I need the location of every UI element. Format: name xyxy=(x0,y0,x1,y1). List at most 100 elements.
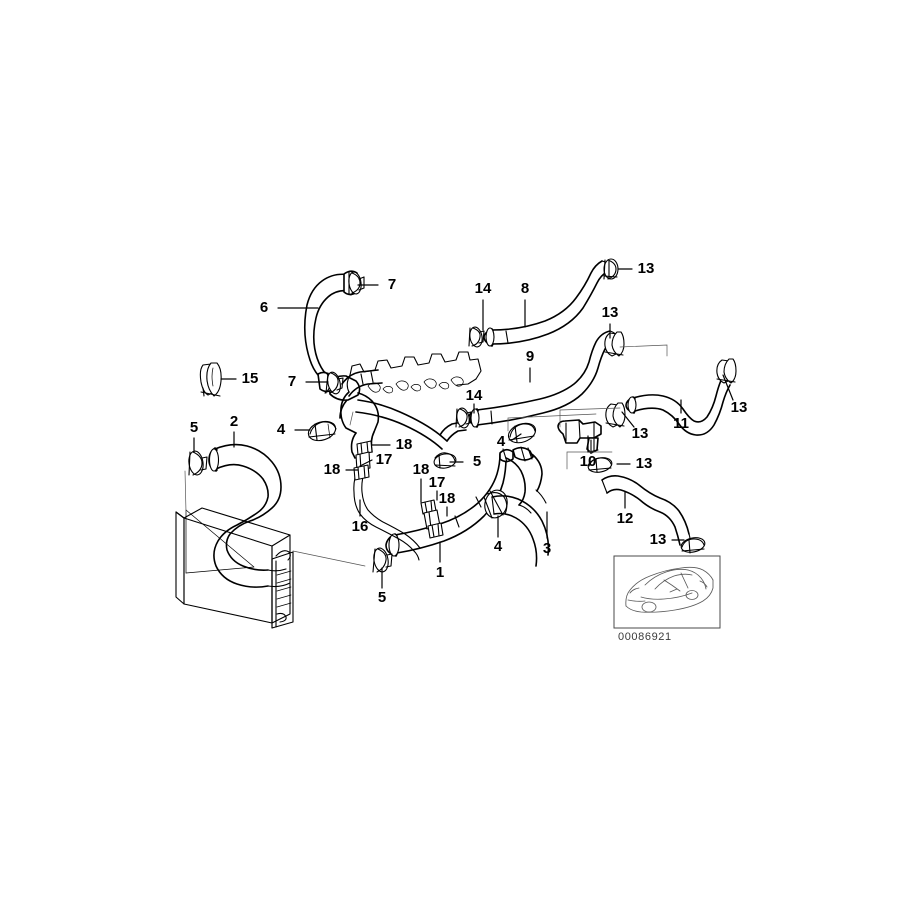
callout-17-c17b[interactable]: 17 xyxy=(429,474,446,501)
callout-number: 13 xyxy=(731,399,748,416)
callout-number: 9 xyxy=(526,348,534,365)
callout-number: 13 xyxy=(632,425,649,442)
callout-number: 14 xyxy=(475,280,492,297)
clamp-13-c xyxy=(716,358,737,384)
callout-leader-line xyxy=(722,374,734,401)
clamp-5-mid xyxy=(433,452,457,469)
callout-18-c18d[interactable]: 18 xyxy=(439,490,456,517)
callout-18-c18b[interactable]: 18 xyxy=(324,461,359,478)
callout-number: 3 xyxy=(543,540,551,557)
clamp-14-upper xyxy=(468,326,485,348)
callout-number: 4 xyxy=(277,421,286,438)
clamp-13-f xyxy=(680,537,706,554)
callout-4-c4a[interactable]: 4 xyxy=(277,421,311,438)
callout-number: 13 xyxy=(638,260,655,277)
callout-5-c5b[interactable]: 5 xyxy=(449,453,481,470)
cylinder-head-rail xyxy=(346,351,482,394)
callout-4-c4c[interactable]: 4 xyxy=(494,515,503,555)
callout-number: 18 xyxy=(413,461,430,478)
callout-number: 17 xyxy=(376,451,393,468)
hose-2 xyxy=(208,443,291,588)
callout-number: 16 xyxy=(352,518,369,535)
callout-number: 5 xyxy=(190,419,198,436)
callout-13-c13e[interactable]: 13 xyxy=(616,455,652,472)
callout-10-c10[interactable]: 10 xyxy=(580,435,597,470)
diagram-id-label: 00086921 xyxy=(618,631,672,643)
hose-12 xyxy=(601,475,691,546)
callout-14-c14b[interactable]: 14 xyxy=(466,387,483,414)
clamp-4-mid xyxy=(507,422,537,444)
tee-fitting-10 xyxy=(557,419,602,454)
callout-13-c13d[interactable]: 13 xyxy=(621,411,649,442)
radiator-assembly xyxy=(175,507,294,629)
vehicle-silhouette-inset: 00086921 xyxy=(613,555,721,643)
hose-16-assembly xyxy=(353,468,421,561)
callout-4-c4b[interactable]: 4 xyxy=(497,433,522,450)
callout-7-c7b[interactable]: 7 xyxy=(288,373,329,390)
callout-17-c17a[interactable]: 17 xyxy=(359,451,393,468)
clamp-13-e xyxy=(587,457,613,473)
callout-2-c2[interactable]: 2 xyxy=(230,413,238,448)
callout-number: 13 xyxy=(602,304,619,321)
callout-leader-line xyxy=(511,433,522,441)
callout-number: 4 xyxy=(497,433,506,450)
callout-5-c5c[interactable]: 5 xyxy=(378,567,386,606)
callout-number: 5 xyxy=(378,589,386,606)
callout-13-c13a[interactable]: 13 xyxy=(617,260,655,277)
clamp-7-bottom xyxy=(325,371,344,395)
callout-number: 11 xyxy=(673,415,689,432)
clamp-14-lower xyxy=(455,407,472,429)
callout-8-c8[interactable]: 8 xyxy=(521,280,529,328)
callout-number: 18 xyxy=(439,490,456,507)
clamp-4-left xyxy=(307,420,337,442)
callout-13-c13c[interactable]: 13 xyxy=(722,374,748,416)
leader-radiator-lower xyxy=(292,550,366,567)
callout-number: 18 xyxy=(324,461,341,478)
callout-leader-line xyxy=(621,411,635,428)
callout-16-c16[interactable]: 16 xyxy=(352,499,369,535)
callout-18-c18c[interactable]: 18 xyxy=(413,461,430,503)
callout-12-c12[interactable]: 12 xyxy=(617,491,634,527)
retaining-clip-15 xyxy=(199,362,222,397)
callout-number: 10 xyxy=(580,453,597,470)
clamp-13-b xyxy=(604,331,625,357)
callout-number: 6 xyxy=(260,299,268,316)
hose-9 xyxy=(468,330,619,428)
callout-5-c5a[interactable]: 5 xyxy=(190,419,198,453)
hose-11 xyxy=(625,375,731,436)
callout-1-c1[interactable]: 1 xyxy=(436,541,444,581)
callout-3-c3[interactable]: 3 xyxy=(543,511,551,557)
callout-number: 17 xyxy=(429,474,446,491)
callout-number: 15 xyxy=(242,370,259,387)
callout-18-c18a[interactable]: 18 xyxy=(371,436,412,453)
callout-7-c7a[interactable]: 7 xyxy=(357,276,396,293)
connector-17-upper xyxy=(353,440,373,481)
callout-13-c13f[interactable]: 13 xyxy=(650,531,685,548)
clamp-7-top xyxy=(348,271,365,295)
callout-number: 7 xyxy=(288,373,296,390)
callout-11-c11[interactable]: 11 xyxy=(673,399,689,432)
clamp-13-d xyxy=(605,402,626,428)
callout-number: 7 xyxy=(388,276,396,293)
callout-number: 5 xyxy=(473,453,481,470)
clamp-5-left xyxy=(188,450,208,476)
connector-17-lower xyxy=(420,499,444,539)
callout-number: 8 xyxy=(521,280,529,297)
callout-number: 12 xyxy=(617,510,634,527)
callout-leader-line xyxy=(359,459,373,467)
clamp-13-a xyxy=(603,258,619,280)
hose-8 xyxy=(483,260,611,347)
callout-15-c15[interactable]: 15 xyxy=(220,370,259,387)
callout-number: 13 xyxy=(650,531,667,548)
leader-radiator-upper xyxy=(184,470,187,513)
clamp-4-lower xyxy=(483,489,508,519)
callout-13-c13b[interactable]: 13 xyxy=(602,304,619,339)
callout-14-c14a[interactable]: 14 xyxy=(475,280,492,331)
callout-number: 14 xyxy=(466,387,483,404)
callout-6-c6[interactable]: 6 xyxy=(260,299,319,316)
callout-9-c9[interactable]: 9 xyxy=(526,348,534,383)
callout-number: 1 xyxy=(436,564,444,581)
clamp-5-bottom xyxy=(372,547,393,573)
